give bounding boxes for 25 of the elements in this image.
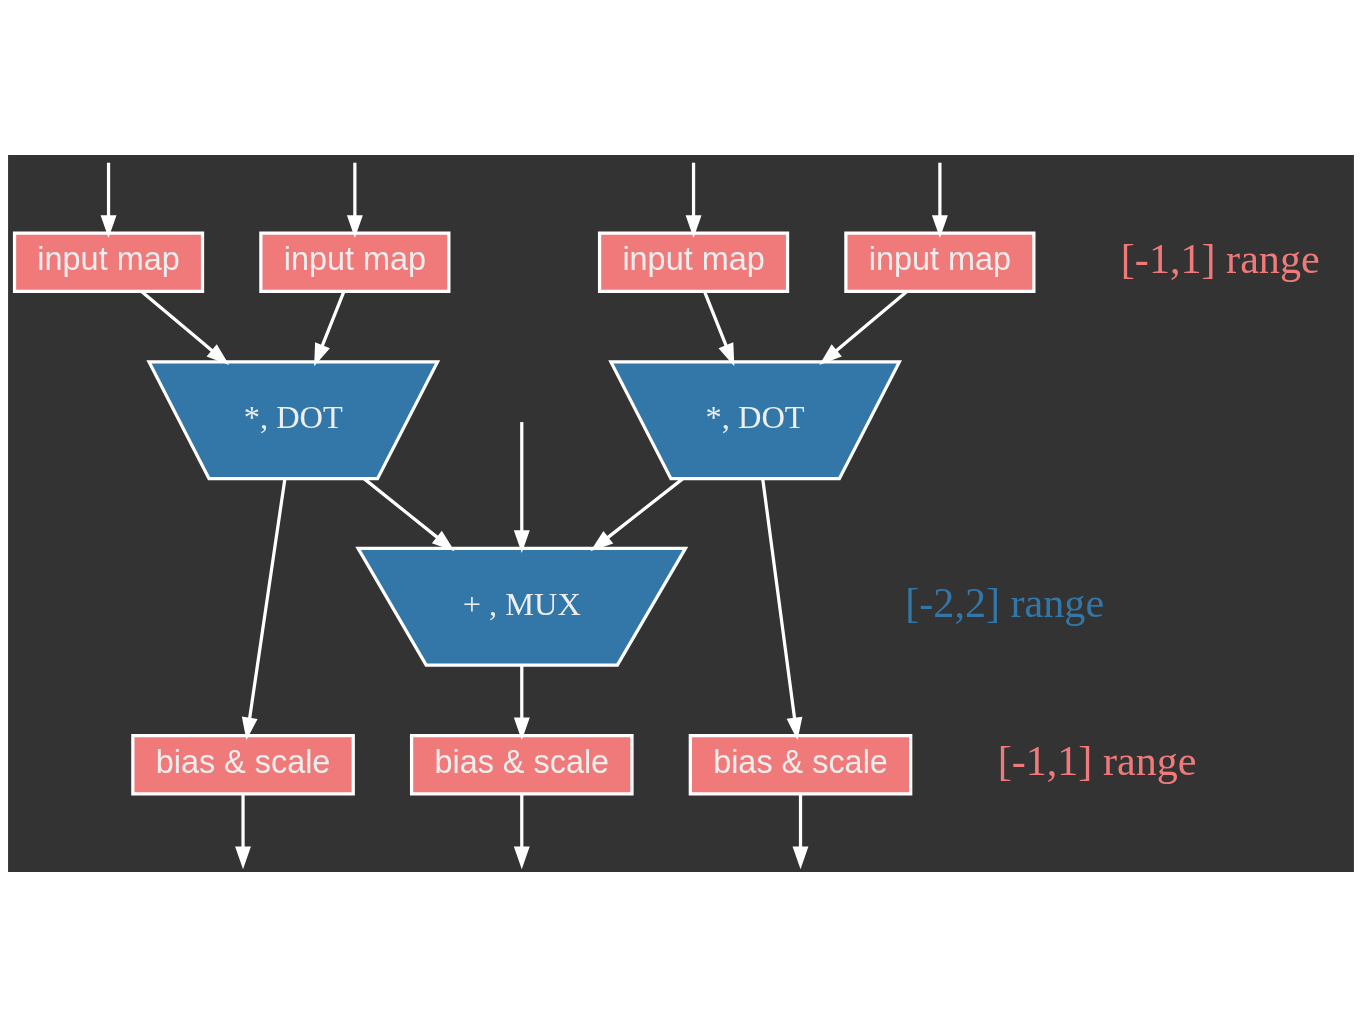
label: [-1,1] range xyxy=(1120,234,1320,282)
arrow xyxy=(513,421,530,553)
arrow xyxy=(685,162,702,238)
node-box: bias & scale xyxy=(131,733,355,795)
label: [-2,2] range xyxy=(905,578,1105,626)
arrow xyxy=(241,478,287,740)
label: [-1,1] range xyxy=(997,736,1197,784)
node-box: input map xyxy=(597,231,790,293)
arrow xyxy=(513,664,530,740)
arrow xyxy=(792,793,809,869)
arrow xyxy=(363,477,455,551)
arrow xyxy=(346,162,363,238)
node-box: input map xyxy=(12,231,205,293)
arrow xyxy=(314,290,346,366)
node-box: bias & scale xyxy=(409,733,634,795)
arrow xyxy=(100,162,117,238)
arrow xyxy=(590,477,684,551)
node-box: input map xyxy=(259,231,451,293)
arrow xyxy=(761,478,803,740)
arrow xyxy=(513,793,530,869)
arrow xyxy=(235,793,251,869)
arrow xyxy=(931,162,948,238)
arrow xyxy=(703,290,735,366)
node-box: input map xyxy=(844,231,1036,293)
node-box: bias & scale xyxy=(688,733,913,795)
